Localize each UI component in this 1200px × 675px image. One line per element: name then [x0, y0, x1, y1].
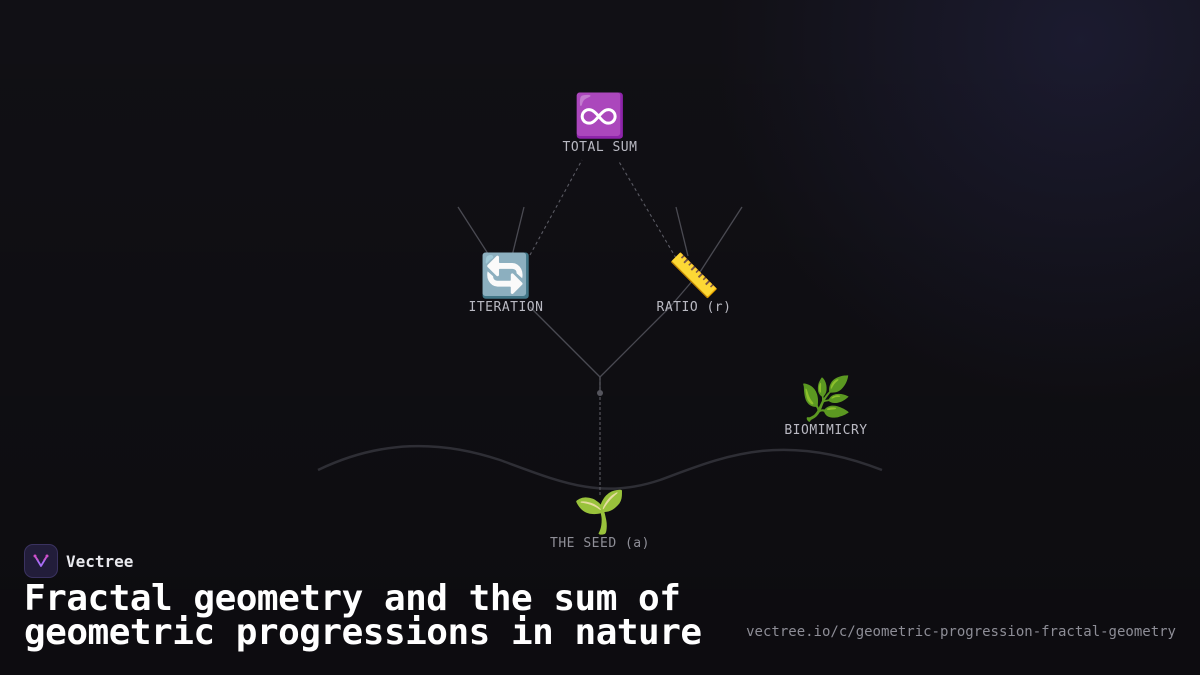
node-label: THE SEED (a): [550, 536, 650, 551]
source-url[interactable]: vectree.io/c/geometric-progression-fract…: [746, 624, 1176, 640]
twig-right-inner: [675, 206, 689, 257]
ruler-icon: 📏: [667, 251, 721, 300]
sum-link-right: [617, 159, 677, 259]
vectree-logo-icon: [24, 544, 58, 578]
title-line-2: geometric progressions in nature: [24, 612, 702, 653]
herb-leaf-icon: 🌿: [799, 374, 853, 423]
title-line-1: Fractal geometry and the sum of: [24, 578, 681, 619]
node-label: RATIO (r): [656, 300, 732, 315]
node-ratio: 📏 RATIO (r): [624, 251, 764, 316]
twig-left-inner: [511, 206, 525, 257]
brand-name: Vectree: [66, 551, 134, 571]
node-label: TOTAL SUM: [562, 140, 638, 155]
branch-right-ext: [669, 271, 701, 308]
page-title: Fractal geometry and the sum of geometri…: [24, 578, 702, 653]
node-total-sum: ♾️ TOTAL SUM: [530, 91, 670, 156]
node-biomimicry: 🌿 BIOMIMICRY: [756, 374, 896, 439]
infinity-icon: ♾️: [573, 91, 627, 140]
brand[interactable]: Vectree: [24, 544, 133, 578]
branch-left: [529, 306, 601, 378]
branch-right: [599, 306, 671, 378]
ground-wave: [317, 444, 883, 490]
seedling-icon: 🌱: [573, 487, 627, 536]
cycle-arrows-icon: 🔄: [479, 251, 533, 300]
node-seed: 🌱 THE SEED (a): [530, 487, 670, 552]
node-iteration: 🔄 ITERATION: [436, 251, 576, 316]
sum-link-left: [529, 159, 583, 256]
node-label: ITERATION: [468, 300, 544, 315]
twig-right-outer: [699, 206, 743, 273]
node-label: BIOMIMICRY: [784, 423, 868, 438]
twig-left-outer: [457, 206, 493, 261]
